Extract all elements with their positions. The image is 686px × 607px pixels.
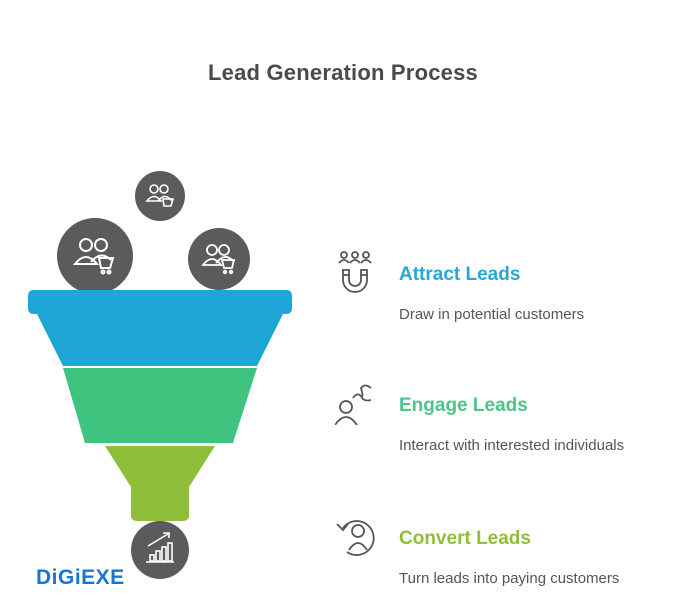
people-magnet-icon (338, 251, 372, 293)
step-title: Engage Leads (399, 395, 528, 416)
person-cycle-icon (336, 520, 375, 556)
funnel-stage-convert (105, 446, 215, 521)
people-cart-icon (188, 228, 250, 290)
brand-logo: DiGiEXE (36, 566, 125, 589)
person-conversation-icon (335, 384, 372, 425)
step-description: Turn leads into paying customers (399, 570, 620, 587)
step-description: Draw in potential customers (399, 306, 585, 323)
page-title: Lead Generation Process (208, 60, 478, 85)
step-title: Attract Leads (399, 264, 521, 285)
funnel-stage-attract (28, 290, 292, 366)
funnel-stage-engage (63, 368, 257, 443)
step-description: Interact with interested individuals (399, 437, 625, 454)
step-title: Convert Leads (399, 528, 531, 549)
people-cart-icon (57, 218, 133, 294)
growth-chart-icon (131, 521, 189, 579)
people-cart-icon (135, 171, 185, 221)
